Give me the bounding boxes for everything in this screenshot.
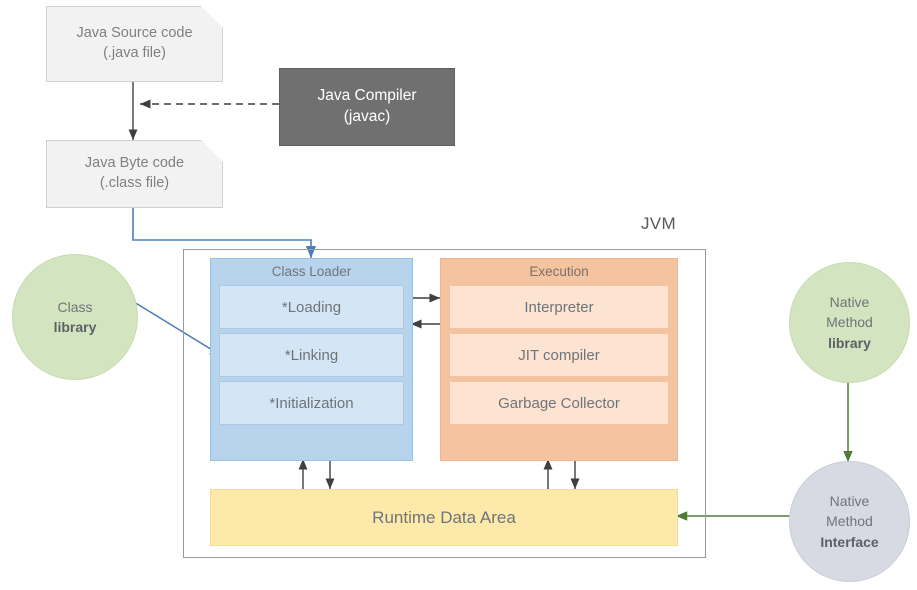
class-library-node: Class library xyxy=(12,254,138,380)
class-loader-item-initialization-label: *Initialization xyxy=(269,394,354,412)
java-compiler-line2: (javac) xyxy=(343,108,391,125)
runtime-data-area-node[interactable]: Runtime Data Area xyxy=(210,489,678,546)
execution-item-interpreter[interactable]: Interpreter xyxy=(449,285,669,329)
class-loader-item-loading[interactable]: *Loading xyxy=(219,285,404,329)
jvm-boundary xyxy=(183,249,706,558)
java-byte-code-node: Java Byte code (.class file) xyxy=(46,140,223,208)
native-method-library-line2: Method xyxy=(826,314,873,331)
java-byte-code-line1: Java Byte code xyxy=(84,155,185,172)
runtime-data-area-label: Runtime Data Area xyxy=(372,507,516,527)
native-method-interface-line1: Native xyxy=(829,493,870,510)
execution-title: Execution xyxy=(529,264,589,279)
java-source-code-line2: (.java file) xyxy=(103,45,166,61)
native-method-library-line1: Native xyxy=(829,294,870,311)
execution-item-jit-compiler-label: JIT compiler xyxy=(518,346,600,364)
java-source-code-node: Java Source code (.java file) xyxy=(46,6,223,82)
execution-item-garbage-collector-label: Garbage Collector xyxy=(498,394,620,412)
native-method-interface-line3: Interface xyxy=(820,533,879,550)
class-loader-item-linking[interactable]: *Linking xyxy=(219,333,404,377)
execution-item-garbage-collector[interactable]: Garbage Collector xyxy=(449,381,669,425)
execution-group: Execution Interpreter JIT compiler Garba… xyxy=(440,258,678,461)
native-method-interface-node: Native Method Interface xyxy=(789,461,910,582)
class-library-line2: library xyxy=(53,319,97,335)
class-loader-item-initialization[interactable]: *Initialization xyxy=(219,381,404,425)
java-compiler-node: Java Compiler (javac) xyxy=(279,68,455,146)
class-loader-title: Class Loader xyxy=(271,264,352,279)
execution-item-interpreter-label: Interpreter xyxy=(524,298,594,316)
java-byte-code-line2: (.class file) xyxy=(99,175,170,191)
java-source-code-line1: Java Source code xyxy=(76,25,193,42)
java-compiler-line1: Java Compiler xyxy=(317,87,417,105)
jvm-label: JVM xyxy=(641,214,676,233)
native-method-library-node: Native Method library xyxy=(789,262,910,383)
native-method-interface-line2: Method xyxy=(826,513,873,530)
class-loader-item-loading-label: *Loading xyxy=(281,298,342,316)
native-method-library-line3: library xyxy=(828,334,871,351)
class-loader-group: Class Loader *Loading *Linking *Initiali… xyxy=(210,258,413,461)
class-loader-item-linking-label: *Linking xyxy=(284,346,339,364)
class-library-line1: Class xyxy=(57,298,93,315)
execution-item-jit-compiler[interactable]: JIT compiler xyxy=(449,333,669,377)
